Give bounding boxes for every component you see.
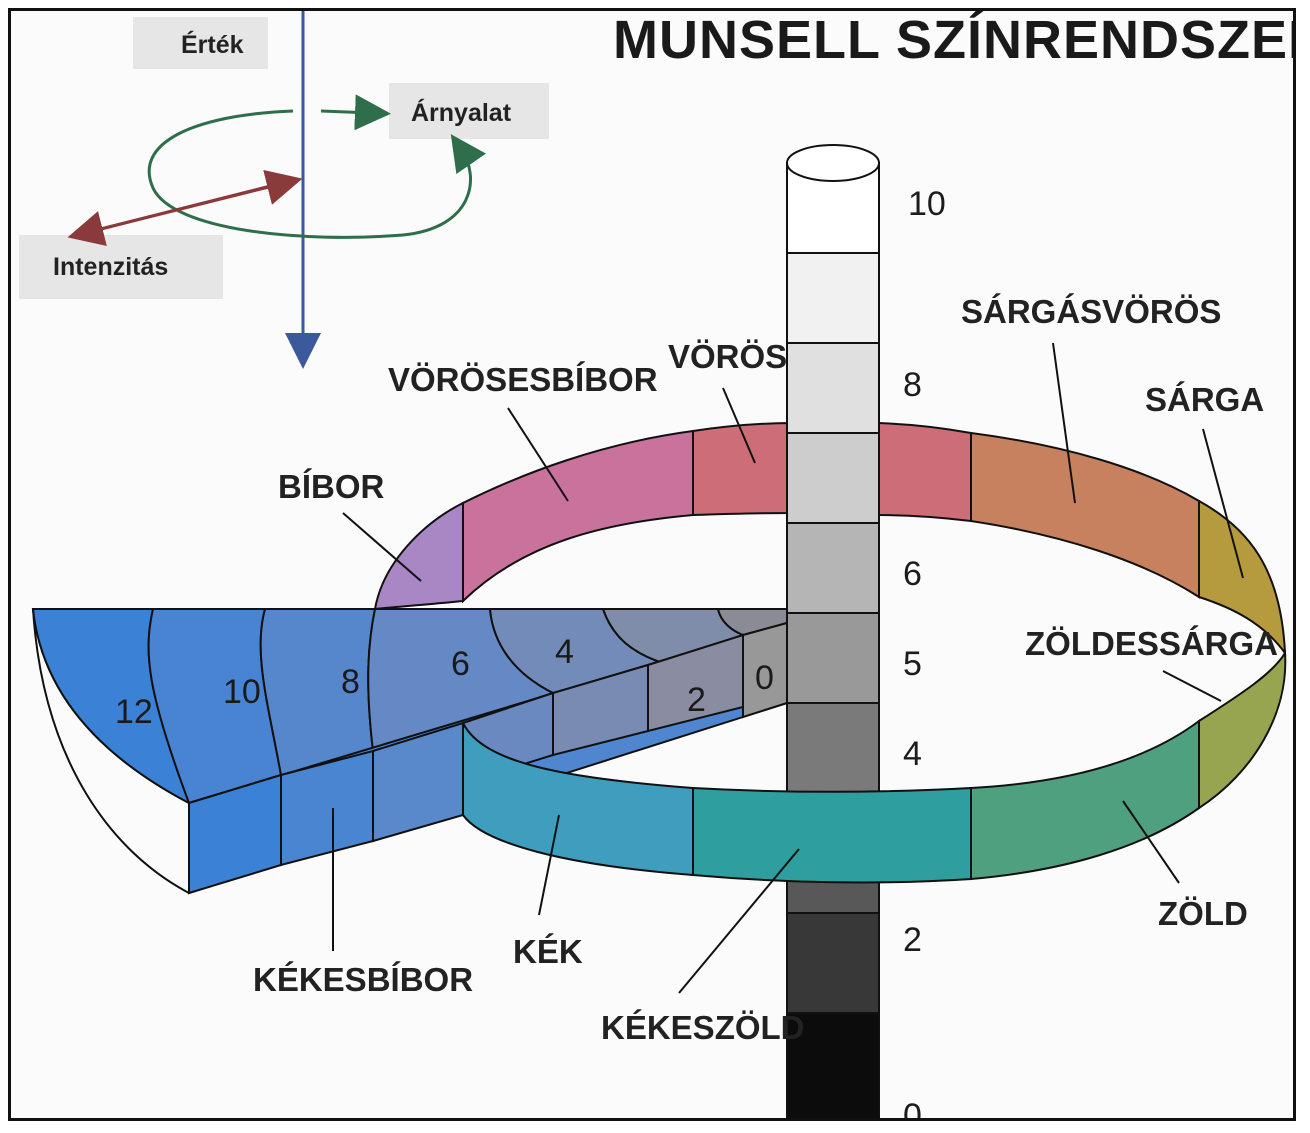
- hue-label-green-yellow: ZÖLDESSÁRGA: [1025, 625, 1278, 662]
- legend: Érték Árnyalat Intenzitás: [19, 11, 549, 369]
- hue-segment-green: [970, 719, 1200, 881]
- leader-red-purple: [507, 407, 569, 502]
- chroma-label-0: 0: [755, 659, 774, 697]
- leader-yellow: [1202, 428, 1244, 579]
- value-label-8: 8: [903, 366, 922, 404]
- hue-label-yellow: SÁRGA: [1145, 381, 1264, 418]
- hue-label-purple-blue: KÉKESBÍBOR: [253, 961, 473, 998]
- hue-segment-green-yellow: [1198, 649, 1287, 810]
- legend-hue-label: Árnyalat: [411, 98, 512, 127]
- value-label-10: 10: [908, 185, 946, 223]
- leader-red: [722, 387, 756, 464]
- leader-green-yellow: [1162, 670, 1222, 702]
- hue-segment-red-right: [877, 421, 972, 523]
- legend-chroma-box: [19, 235, 223, 299]
- value-segment-4: [786, 702, 880, 804]
- hue-segment-purple: [373, 501, 464, 611]
- value-label-5: 5: [903, 645, 922, 683]
- hue-ring-front: [462, 649, 1287, 884]
- value-label-2: 2: [903, 921, 922, 959]
- value-segment-8: [786, 342, 880, 434]
- hue-label-red: VÖRÖS: [668, 338, 787, 375]
- leader-purple: [342, 512, 422, 582]
- chroma-label-2: 2: [687, 681, 706, 719]
- legend-value-box: [133, 17, 268, 69]
- leader-blue: [538, 814, 560, 916]
- chroma-label-6: 6: [451, 645, 470, 683]
- value-segment-7: [786, 432, 880, 524]
- chroma-label-4: 4: [555, 633, 574, 671]
- diagram-title: MUNSELL SZÍNRENDSZERE: [613, 11, 1296, 70]
- hue-ring-back: [373, 421, 1287, 657]
- cylinder-top: [786, 144, 880, 182]
- chroma-label-8: 8: [341, 663, 360, 701]
- value-segment-1: [786, 912, 880, 1014]
- leader-green: [1122, 800, 1180, 884]
- value-segment-9: [786, 252, 880, 344]
- hue-label-purple: BÍBOR: [278, 468, 385, 505]
- leader-blue-green: [678, 848, 800, 994]
- value-segment-6: [786, 522, 880, 614]
- diagram-frame: MUNSELL SZÍNRENDSZERE Érték Árnyalat Int…: [8, 8, 1296, 1121]
- value-axis-cylinder: [786, 144, 880, 1118]
- hue-right-arrow: [320, 94, 391, 131]
- chroma-wedge-edge: [32, 608, 190, 894]
- hue-label-red-purple: VÖRÖSESBÍBOR: [388, 361, 658, 398]
- value-scale: 10 8 6 5 4 2 0: [903, 185, 946, 1121]
- hue-label-yellow-red: SÁRGÁSVÖRÖS: [961, 293, 1221, 330]
- leader-yellow-red: [1052, 342, 1076, 504]
- munsell-diagram: MUNSELL SZÍNRENDSZERE Érték Árnyalat Int…: [19, 11, 1296, 1121]
- chroma-arrow-in: [92, 169, 303, 233]
- chroma-label-12: 12: [115, 693, 153, 731]
- hue-segment-red-purple: [462, 429, 694, 604]
- value-segment-5: [786, 612, 880, 704]
- hue-label-green: ZÖLD: [1158, 895, 1248, 932]
- hue-segment-blue-green: [692, 786, 972, 884]
- hue-segment-yellow-red: [970, 431, 1200, 599]
- chroma-scale: 12 10 8 6 4 2 0: [115, 633, 774, 731]
- legend-hue-box: [389, 83, 549, 139]
- chroma-front-0: [742, 621, 788, 719]
- value-label-0: 0: [903, 1097, 922, 1121]
- value-label-4: 4: [903, 735, 922, 773]
- value-label-6: 6: [903, 555, 922, 593]
- hue-label-blue-green: KÉKESZÖLD: [601, 1009, 805, 1046]
- hue-label-blue: KÉK: [513, 933, 583, 970]
- hue-labels: VÖRÖS SÁRGÁSVÖRÖS SÁRGA ZÖLDESSÁRGA ZÖLD…: [253, 293, 1278, 1046]
- legend-value-label: Érték: [181, 30, 244, 59]
- chroma-label-10: 10: [223, 673, 261, 711]
- value-segment-0: [786, 1012, 880, 1118]
- hue-circle-arrow: [147, 109, 487, 239]
- legend-chroma-label: Intenzitás: [53, 253, 168, 281]
